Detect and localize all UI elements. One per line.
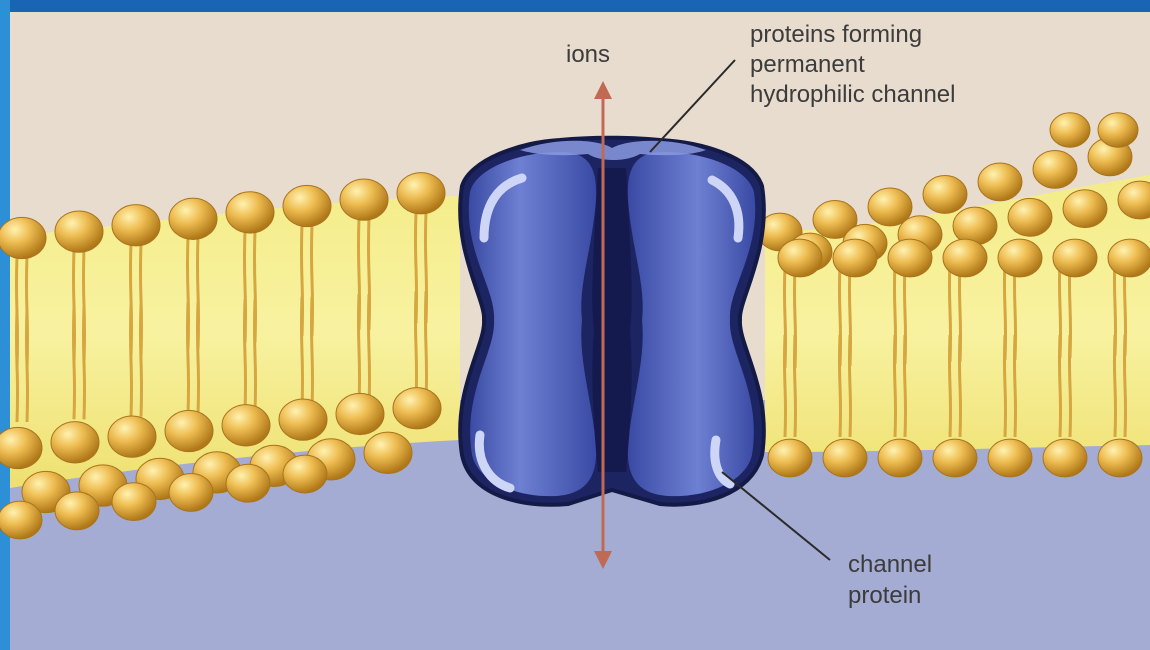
phospholipid-head: [888, 239, 932, 277]
phospholipid-head: [1098, 439, 1142, 477]
label-ions: ions: [566, 41, 610, 68]
phospholipid-tail: [839, 335, 840, 437]
phospholipid-tail: [894, 335, 895, 437]
phospholipid-head: [112, 205, 160, 246]
phospholipid-head: [1050, 113, 1090, 147]
phospholipid-tail: [425, 291, 426, 403]
phospholipid-head: [933, 439, 977, 477]
phospholipid-head: [165, 410, 213, 451]
phospholipid-tail: [1014, 335, 1015, 437]
phospholipid-head: [1043, 439, 1087, 477]
phospholipid-head: [397, 173, 445, 214]
phospholipid-head: [364, 432, 412, 473]
hydrophilic-channel: [592, 168, 631, 472]
phospholipid-tail: [358, 294, 359, 406]
phospholipid-head: [923, 175, 967, 213]
phospholipid-head: [169, 473, 213, 511]
phospholipid-head: [283, 185, 331, 226]
phospholipid-head: [340, 179, 388, 220]
phospholipid-tail: [197, 302, 198, 414]
phospholipid-tail: [949, 335, 950, 437]
phospholipid-head: [336, 393, 384, 434]
title-bar: [0, 0, 1150, 12]
phospholipid-tail: [254, 299, 255, 411]
phospholipid-tail: [959, 335, 960, 437]
phospholipid-tail: [1114, 335, 1115, 437]
phospholipid-tail: [73, 307, 74, 419]
phospholipid-head: [768, 439, 812, 477]
phospholipid-tail: [130, 305, 131, 417]
phospholipid-tail: [1124, 335, 1125, 437]
phospholipid-head: [112, 483, 156, 521]
phospholipid-tail: [794, 335, 795, 437]
phospholipid-tail: [1004, 335, 1005, 437]
phospholipid-head: [169, 198, 217, 239]
label-channel-protein-line-1: channel: [848, 551, 932, 578]
phospholipid-head: [55, 492, 99, 530]
phospholipid-tail: [301, 297, 302, 409]
phospholipid-head: [1098, 113, 1138, 147]
phospholipid-tail: [26, 310, 27, 422]
phospholipid-tail: [140, 305, 141, 417]
phospholipid-tail: [16, 310, 17, 422]
phospholipid-head: [988, 439, 1032, 477]
phospholipid-tail: [904, 335, 905, 437]
phospholipid-tail: [244, 299, 245, 411]
phospholipid-head: [226, 464, 270, 502]
phospholipid-head: [51, 422, 99, 463]
phospholipid-head: [55, 211, 103, 252]
phospholipid-tail: [784, 335, 785, 437]
phospholipid-head: [226, 192, 274, 233]
phospholipid-head: [943, 239, 987, 277]
phospholipid-head: [998, 239, 1042, 277]
label-channel-forming-line-2: permanent: [750, 51, 865, 78]
phospholipid-head: [0, 501, 42, 539]
phospholipid-tail: [311, 297, 312, 409]
phospholipid-head: [279, 399, 327, 440]
phospholipid-head: [1033, 150, 1077, 188]
left-accent-bar: [0, 0, 10, 650]
phospholipid-head: [1063, 190, 1107, 228]
phospholipid-head: [108, 416, 156, 457]
phospholipid-tail: [1069, 335, 1070, 437]
phospholipid-head: [1053, 239, 1097, 277]
phospholipid-head: [0, 217, 46, 258]
phospholipid-head: [823, 439, 867, 477]
phospholipid-tail: [83, 307, 84, 419]
phospholipid-head: [0, 427, 42, 468]
phospholipid-head: [283, 455, 327, 493]
phospholipid-tail: [1059, 335, 1060, 437]
phospholipid-tail: [415, 291, 416, 403]
phospholipid-tail: [187, 302, 188, 414]
phospholipid-tail: [368, 294, 369, 406]
phospholipid-head: [1008, 198, 1052, 236]
phospholipid-head: [393, 388, 441, 429]
label-channel-forming-line-1: proteins forming: [750, 21, 922, 48]
channel-protein: [460, 138, 764, 505]
phospholipid-head: [978, 163, 1022, 201]
phospholipid-head: [778, 239, 822, 277]
phospholipid-head: [1108, 239, 1150, 277]
phospholipid-head: [833, 239, 877, 277]
phospholipid-tail: [849, 335, 850, 437]
label-channel-forming-line-3: hydrophilic channel: [750, 81, 955, 108]
phospholipid-head: [878, 439, 922, 477]
label-channel-protein-line-2: protein: [848, 582, 921, 609]
phospholipid-head: [222, 405, 270, 446]
